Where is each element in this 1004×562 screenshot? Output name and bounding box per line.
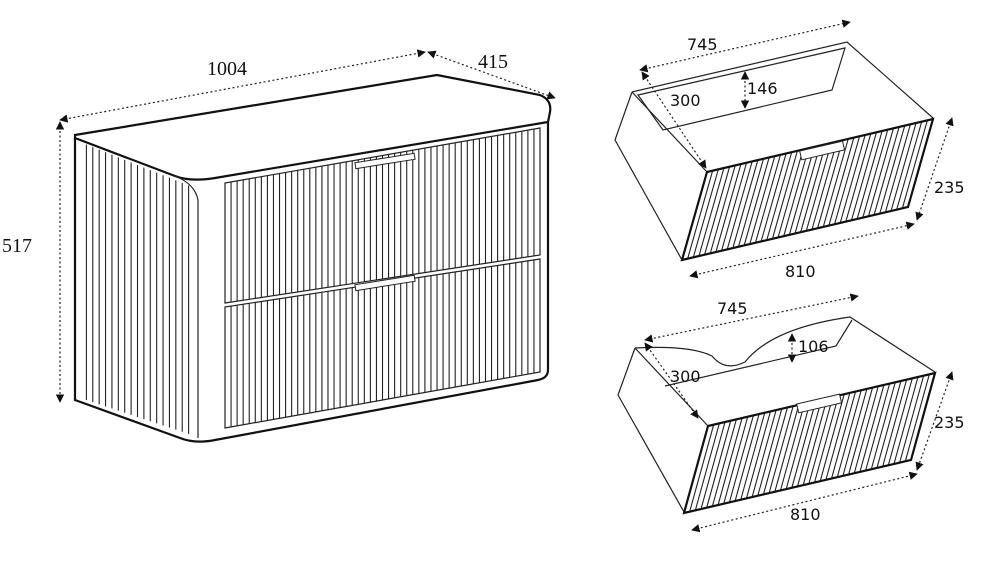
flute-line (842, 388, 868, 477)
flute-line (694, 423, 720, 511)
flute-line (845, 133, 872, 222)
flute-line (805, 142, 832, 232)
dim-cabinet-width: 1004 (207, 58, 247, 80)
flute-line (802, 398, 828, 486)
dim-drawer1-depth: 300 (670, 91, 701, 110)
flute-line (856, 130, 883, 220)
flute-line (817, 140, 844, 229)
dim-drawer2-front-width: 810 (790, 505, 821, 524)
flute-line (836, 390, 862, 478)
flute-line (879, 125, 906, 214)
flute-line (867, 128, 894, 217)
flute-line (788, 146, 815, 235)
flute-line (779, 403, 806, 491)
handle-bottom (354, 274, 416, 292)
flute-line (754, 154, 781, 243)
cabinet (73, 73, 552, 443)
flute-line (732, 159, 759, 249)
flute-line (865, 383, 891, 471)
cabinet-front-outline (73, 122, 550, 443)
flute-line (896, 121, 923, 210)
flute-line (711, 419, 737, 507)
flute-line (715, 163, 742, 253)
flute-line (850, 132, 878, 221)
flute-line (791, 400, 817, 488)
dim-drawer2-inner-height: 106 (798, 337, 829, 356)
flute-line (873, 126, 900, 216)
dim-drawer2-front-height: 235 (934, 413, 965, 432)
flute-line (831, 391, 857, 479)
flute-line (717, 417, 743, 506)
flute-line (890, 122, 917, 212)
flute-line (709, 165, 736, 254)
flute-line (859, 384, 885, 473)
flute-line (848, 387, 874, 475)
flute-line (762, 407, 788, 495)
flute-line (808, 396, 834, 484)
flute-line (813, 395, 840, 483)
flute-line (749, 155, 776, 245)
dim-drawer1-front-width: 810 (785, 262, 816, 281)
flute-line (728, 415, 754, 503)
flute-line (825, 392, 851, 481)
flute-line (819, 394, 845, 482)
flute-line (887, 378, 913, 466)
flute-line (834, 136, 861, 225)
flute-line (698, 167, 725, 257)
flute-line (870, 382, 896, 470)
dim-drawer1-front-height: 235 (934, 178, 965, 197)
drawer-front-top (224, 127, 541, 304)
flute-line (901, 120, 928, 209)
flute-line (745, 411, 771, 499)
flute-line (737, 158, 765, 247)
dim-drawer2-depth: 300 (670, 367, 701, 386)
flute-line (723, 416, 749, 504)
flute-line (692, 169, 719, 258)
flute-line (704, 166, 731, 255)
flute-line (760, 153, 787, 242)
handle-top (354, 152, 416, 170)
dim-drawer1-width: 745 (687, 35, 718, 54)
flute-line (800, 144, 827, 233)
flute-line (774, 404, 800, 492)
flute-line (876, 380, 902, 469)
dim-drawer2-width: 745 (717, 299, 748, 318)
flute-line (768, 405, 794, 494)
drawer-top-diagram (614, 41, 935, 262)
flute-line (777, 149, 804, 238)
dim-drawer1-inner-height: 146 (747, 79, 778, 98)
flute-line (766, 151, 793, 241)
dim-cabinet-depth: 415 (478, 51, 508, 73)
drawer-bottom-diagram (617, 316, 937, 515)
flute-line (757, 408, 783, 496)
flute-line (811, 141, 838, 230)
flute-line (904, 374, 930, 462)
flute-line (822, 138, 849, 228)
flute-line (751, 409, 777, 498)
flute-line (743, 157, 770, 246)
flute-line (785, 402, 811, 490)
flute-line (882, 379, 908, 467)
flute-line (884, 124, 911, 213)
flute-line (839, 134, 866, 224)
flute-line (734, 413, 760, 502)
dim-cabinet-height: 517 (2, 235, 32, 257)
flute-line (771, 150, 798, 239)
flute-line (726, 161, 753, 250)
flute-line (783, 147, 810, 237)
flute-line (740, 412, 766, 500)
drawer-front-bottom (224, 258, 541, 429)
flute-line (899, 375, 925, 463)
flute-line (893, 376, 919, 465)
flute-line (721, 162, 748, 251)
flute-line (794, 145, 821, 234)
flute-line (706, 420, 732, 508)
flute-line (853, 386, 879, 474)
flute-line (862, 129, 889, 218)
flute-line (828, 137, 855, 226)
flute-line (687, 170, 714, 259)
flute-line (689, 424, 715, 512)
